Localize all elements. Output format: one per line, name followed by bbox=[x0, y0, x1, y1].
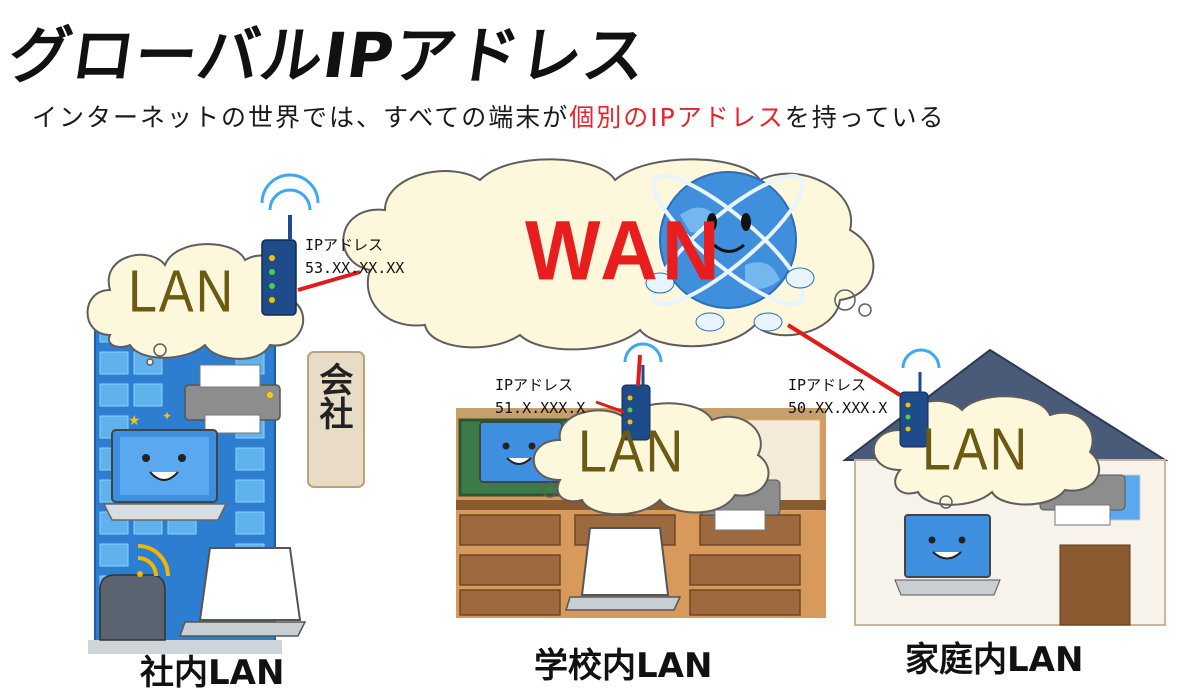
printer-icon bbox=[184, 364, 281, 434]
svg-text:✦: ✦ bbox=[162, 409, 172, 423]
home-link-line bbox=[786, 323, 902, 397]
school-link-line-upper bbox=[636, 354, 642, 387]
subtitle-part1: インターネットの世界では、すべての端末が bbox=[32, 103, 570, 132]
home-router-icon bbox=[899, 348, 941, 448]
company-lan-label: LAN bbox=[128, 258, 236, 326]
school-link-line bbox=[595, 400, 625, 414]
wan-links bbox=[297, 270, 902, 414]
home-ip-heading: IPアドレス bbox=[788, 376, 867, 394]
router-icon bbox=[260, 173, 320, 316]
home-laptop-icon bbox=[894, 514, 1001, 596]
school-ip-value: 51.X.XXX.X bbox=[495, 399, 586, 417]
home-lan-caption: 家庭内LAN bbox=[905, 640, 1084, 680]
subtitle-part2: を持っている bbox=[784, 103, 946, 132]
school-lan-cloud bbox=[532, 402, 770, 516]
company-link-line bbox=[297, 270, 361, 292]
school-open-laptop-icon bbox=[564, 527, 682, 611]
company-ip-value: 53.XX.XX.XX bbox=[305, 259, 405, 277]
subtitle-highlight: 個別のIPアドレス bbox=[569, 103, 785, 132]
laptop-icon: ★ ✦ bbox=[102, 409, 228, 521]
globe-character-icon bbox=[645, 171, 815, 332]
home-lan-label: LAN bbox=[922, 416, 1030, 484]
svg-text:★: ★ bbox=[128, 413, 141, 429]
company-sign-text: 会社 bbox=[313, 362, 353, 430]
school-lan-caption: 学校内LAN bbox=[534, 646, 713, 686]
school-ip-heading: IPアドレス bbox=[495, 376, 574, 394]
wan-label: WAN bbox=[525, 203, 724, 298]
home-ip-value: 50.XX.XXX.X bbox=[788, 399, 888, 417]
school-lan-label: LAN bbox=[578, 418, 686, 486]
wifi-router-icon bbox=[99, 544, 170, 641]
company-ip-heading: IPアドレス bbox=[305, 236, 384, 254]
subtitle: インターネットの世界では、すべての端末が個別のIPアドレスを持っている bbox=[32, 98, 945, 134]
laptop-open-icon bbox=[178, 547, 307, 637]
company-lan-caption: 社内LAN bbox=[140, 653, 285, 693]
company-sign bbox=[307, 351, 365, 488]
